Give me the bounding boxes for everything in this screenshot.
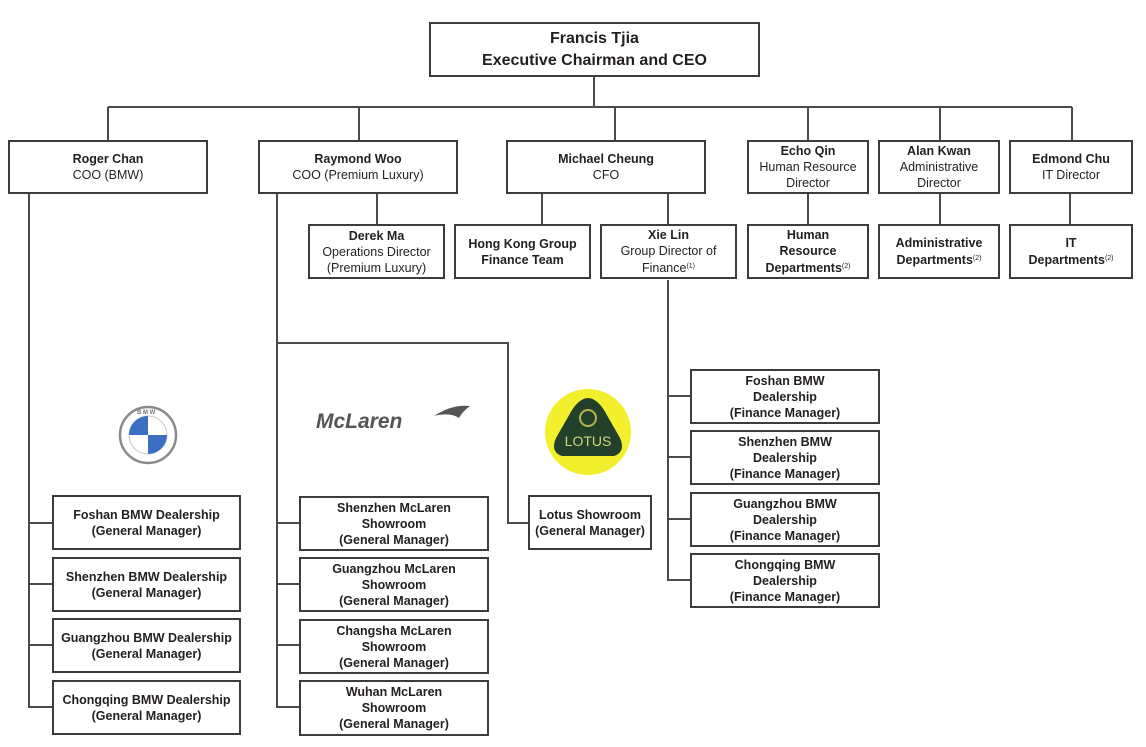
admin-dept-wrap: Administrative Departments(2) [880,235,998,268]
exec-title: COO (BMW) [72,168,144,182]
finance-line2: Dealership [753,573,817,588]
bmw-dealership-box: Shenzhen BMW Dealership (General Manager… [52,557,241,612]
bmw-dealership-box: Foshan BMW Dealership (General Manager) [52,495,241,550]
derek-name: Derek Ma [348,228,405,243]
hk-finance-title: Hong Kong Group Finance Team [468,236,577,267]
ceo-name: Francis Tjia [550,29,639,47]
svg-text:B M W: B M W [137,410,156,416]
dealership-line1: Guangzhou BMW Dealership [61,630,232,645]
showroom-line1: Changsha McLaren [336,623,452,638]
mclaren-showroom-box: Guangzhou McLaren Showroom (General Mana… [299,557,489,612]
dealership-line1: Chongqing BMW Dealership [62,692,231,707]
finance-manager-box: Shenzhen BMW Dealership (Finance Manager… [690,430,880,485]
showroom-line1: Wuhan McLaren [345,685,443,699]
admin-dept-title: Administrative Departments [895,236,983,267]
showroom-line3: (General Manager) [339,717,449,731]
exec-raymond-woo: Raymond Woo COO (Premium Luxury) [258,140,458,194]
dealership-line1: Shenzhen BMW Dealership [65,569,228,584]
hr-departments-box: Human Resource Departments(2) [747,224,869,279]
bmw-dealership-box: Chongqing BMW Dealership (General Manage… [52,680,241,735]
exec-name: Michael Cheung [558,152,654,166]
xie-lin-box: Xie Lin Group Director of Finance(1) [600,224,737,279]
dealership-line2: (General Manager) [91,523,202,538]
footnote-marker: (2) [1104,255,1114,262]
lotus-wordmark: LOTUS [565,433,612,449]
exec-name: Alan Kwan [907,144,971,158]
exec-title: Human Resource Director [759,160,857,190]
finance-manager-box: Foshan BMW Dealership (Finance Manager) [690,369,880,424]
showroom-line3: (General Manager) [339,593,449,608]
showroom-line2: Showroom [361,639,427,654]
exec-name: Edmond Chu [1032,152,1110,166]
exec-name: Raymond Woo [314,152,402,166]
exec-michael-cheung: Michael Cheung CFO [506,140,706,194]
finance-line2: Dealership [753,512,817,527]
bmw-dealership-box: Guangzhou BMW Dealership (General Manage… [52,618,241,673]
admin-departments-box: Administrative Departments(2) [878,224,1000,279]
ceo-box: Francis Tjia Executive Chairman and CEO [429,22,760,77]
footnote-marker: (2) [841,263,851,270]
ceo-title: Executive Chairman and CEO [482,51,707,69]
lotus-line1: Lotus Showroom [538,507,642,522]
mclaren-showroom-box: Wuhan McLaren Showroom (General Manager) [299,680,489,736]
finance-line3: (Finance Manager) [729,466,841,481]
showroom-line1: Guangzhou McLaren [332,561,456,576]
finance-line3: (Finance Manager) [729,528,841,543]
finance-line2: Dealership [753,450,817,465]
finance-line1: Foshan BMW [745,373,825,388]
derek-title: Operations Director (Premium Luxury) [322,244,431,275]
showroom-line1: Shenzhen McLaren [337,500,451,515]
dealership-line1: Foshan BMW Dealership [73,507,220,522]
dealership-line2: (General Manager) [91,585,202,600]
finance-line1: Guangzhou BMW [733,496,837,511]
dealership-line2: (General Manager) [91,708,202,723]
showroom-line2: Showroom [361,701,427,715]
finance-manager-box: Guangzhou BMW Dealership (Finance Manage… [690,492,880,547]
exec-alan-kwan: Alan Kwan Administrative Director [878,140,1000,194]
finance-manager-box: Chongqing BMW Dealership (Finance Manage… [690,553,880,608]
exec-title: COO (Premium Luxury) [292,168,424,182]
exec-roger-chan: Roger Chan COO (BMW) [8,140,208,194]
finance-line1: Chongqing BMW [734,557,836,572]
finance-line1: Shenzhen BMW [738,434,832,449]
exec-name: Roger Chan [72,152,144,166]
mclaren-showroom-box: Shenzhen McLaren Showroom (General Manag… [299,496,489,551]
hr-dept-title: Human Resource Departments [765,228,842,275]
showroom-line2: Showroom [361,516,427,531]
xie-lin-name: Xie Lin [648,228,689,242]
finance-line3: (Finance Manager) [729,405,841,420]
hk-finance-team-box: Hong Kong Group Finance Team [454,224,591,279]
showroom-line3: (General Manager) [339,655,449,670]
mclaren-showroom-box: Changsha McLaren Showroom (General Manag… [299,619,489,674]
xie-lin-title-wrap: Group Director of Finance(1) [602,243,735,276]
exec-edmond-chu: Edmond Chu IT Director [1009,140,1133,194]
footnote-marker: (1) [686,263,696,270]
dealership-line2: (General Manager) [91,646,202,661]
showroom-line3: (General Manager) [339,532,449,547]
xie-lin-title: Group Director of Finance [620,244,717,275]
showroom-line2: Showroom [361,577,427,592]
exec-title: IT Director [1041,168,1101,182]
finance-line2: Dealership [753,389,817,404]
bmw-logo: B M W [118,405,178,465]
it-departments-box: IT Departments(2) [1009,224,1133,279]
mclaren-wordmark: McLaren [316,410,402,432]
exec-title: Administrative Director [899,160,979,190]
it-dept-wrap: IT Departments(2) [1007,235,1136,268]
lotus-logo: LOTUS [545,389,631,475]
lotus-showroom-box: Lotus Showroom (General Manager) [528,495,652,550]
exec-echo-qin: Echo Qin Human Resource Director [747,140,869,194]
mclaren-logo: McLaren [316,405,470,432]
derek-ma-box: Derek Ma Operations Director (Premium Lu… [308,224,445,279]
lotus-line2: (General Manager) [535,523,645,538]
exec-title: CFO [592,168,620,182]
hr-dept-wrap: Human Resource Departments(2) [749,227,867,276]
footnote-marker: (2) [972,255,982,262]
exec-name: Echo Qin [780,144,836,158]
it-dept-title: IT Departments [1028,236,1105,267]
finance-line3: (Finance Manager) [729,589,841,604]
